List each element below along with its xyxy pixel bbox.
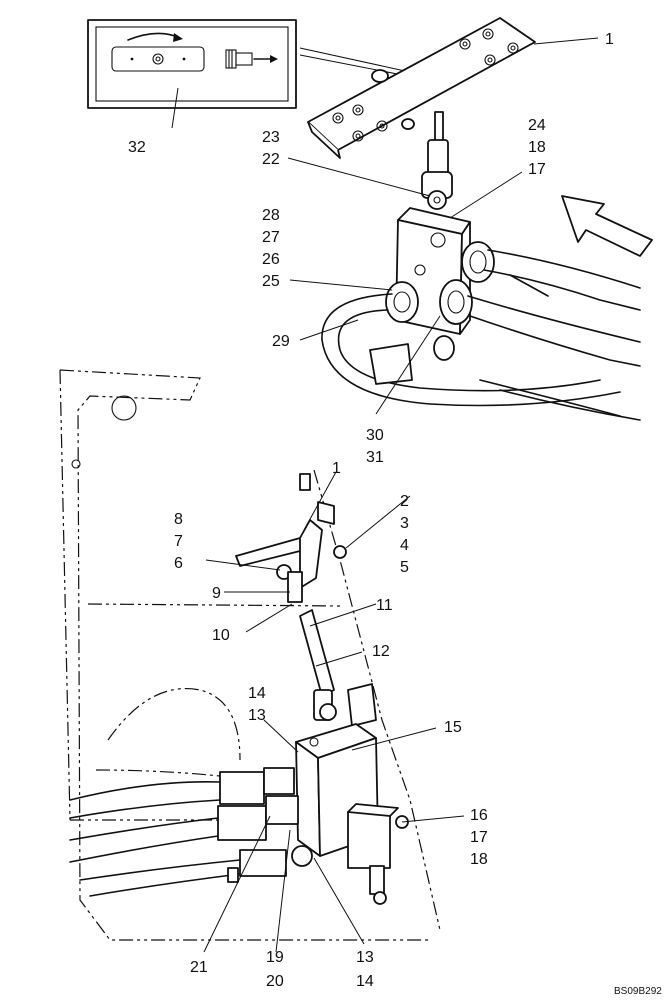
callout-label: 1 — [605, 31, 614, 48]
callout-label: 27 — [262, 229, 280, 246]
callout-label: 12 — [372, 643, 390, 660]
callout-label: 32 — [128, 139, 146, 156]
callout-label: 18 — [528, 139, 546, 156]
decal-32 — [87, 19, 297, 109]
valve-block-top — [385, 207, 495, 361]
callout-label: 5 — [400, 559, 409, 576]
drawing-code: BS09B292 — [614, 986, 662, 997]
callout-label: 6 — [174, 555, 183, 572]
valve-block-lower — [295, 723, 409, 905]
callout-label: 15 — [444, 719, 462, 736]
hoses-top — [321, 249, 641, 421]
rotate-arrow-icon — [127, 32, 183, 42]
callout-label: 26 — [262, 251, 280, 268]
callout-label: 22 — [262, 151, 280, 168]
bracket-plate — [307, 17, 536, 159]
callout-label: 8 — [174, 511, 183, 528]
callout-label: 18 — [470, 851, 488, 868]
callout-label: 28 — [262, 207, 280, 224]
callout-label: 24 — [528, 117, 546, 134]
callout-label: 25 — [262, 273, 280, 290]
callout-label: 20 — [266, 973, 284, 990]
callout-label: 4 — [400, 537, 409, 554]
callout-label: 10 — [212, 627, 230, 644]
callout-label: 16 — [470, 807, 488, 824]
callout-label: 11 — [376, 597, 393, 614]
callout-label: 19 — [266, 949, 284, 966]
callout-label: 23 — [262, 129, 280, 146]
callout-label: 14 — [356, 973, 374, 990]
hoses-lower — [69, 767, 313, 897]
callout-label: 31 — [366, 449, 384, 466]
fitting-arrow-icon — [225, 49, 278, 69]
callout-label: 7 — [174, 533, 183, 550]
callout-label: 21 — [190, 959, 208, 976]
callout-label: 2 — [400, 493, 409, 510]
callout-label: 17 — [528, 161, 546, 178]
linkage-top — [421, 111, 453, 210]
callout-label: 29 — [272, 333, 290, 350]
callout-label: 1 — [332, 460, 341, 477]
frame-outline — [59, 369, 441, 941]
callout-label: 30 — [366, 427, 384, 444]
bracket-lower — [235, 473, 377, 727]
leader-lines — [171, 37, 599, 953]
callout-label: 13 — [248, 707, 266, 724]
callout-labels: 1 32 23 22 24 18 17 28 27 26 25 29 30 31… — [128, 31, 662, 997]
callout-label: 17 — [470, 829, 488, 846]
direction-arrow-icon — [561, 195, 653, 257]
callout-label: 3 — [400, 515, 409, 532]
callout-label: 9 — [212, 585, 221, 602]
callout-label: 14 — [248, 685, 266, 702]
callout-label: 13 — [356, 949, 374, 966]
